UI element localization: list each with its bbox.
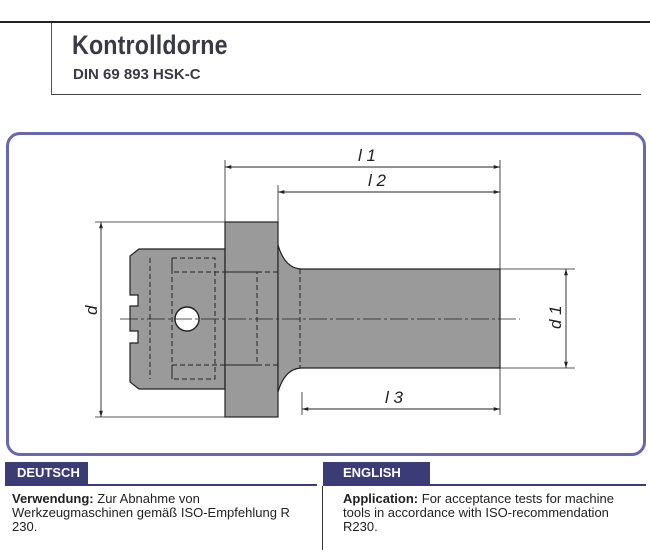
column-divider <box>322 486 323 550</box>
deutsch-description: Verwendung: Zur Abnahme von Werkzeugmasc… <box>12 491 290 534</box>
tab-english: ENGLISH <box>323 462 430 484</box>
dim-label-d1: d 1 <box>546 305 565 329</box>
english-heading: Application <box>343 491 414 506</box>
dim-label-l2: l 2 <box>368 171 387 190</box>
english-description: Application: For acceptance tests for ma… <box>343 491 614 534</box>
header-divider <box>51 94 641 95</box>
english-rule <box>323 484 646 486</box>
tab-deutsch: DEUTSCH <box>5 462 88 484</box>
header-block <box>51 23 642 95</box>
dim-label-l1: l 1 <box>358 146 376 165</box>
test-bar <box>277 244 501 393</box>
deutsch-rule <box>5 484 317 486</box>
extension-lines <box>95 160 575 418</box>
english-text: For acceptance tests for machine tools i… <box>343 491 614 534</box>
deutsch-heading: Verwendung <box>12 491 90 506</box>
mandrel-part <box>129 221 501 418</box>
top-rule <box>0 21 650 23</box>
dimension-lines <box>99 165 568 417</box>
page-title: Kontrolldorne <box>72 30 228 60</box>
dim-label-d: d <box>82 305 101 315</box>
hidden-lines <box>149 257 301 380</box>
page-subtitle: DIN 69 893 HSK-C <box>73 66 201 83</box>
flange-collar <box>224 221 279 418</box>
dim-label-l3: l 3 <box>385 388 404 407</box>
deutsch-text: Zur Abnahme von Werkzeugmaschinen gemäß … <box>12 491 290 534</box>
drawing-frame <box>6 132 646 456</box>
